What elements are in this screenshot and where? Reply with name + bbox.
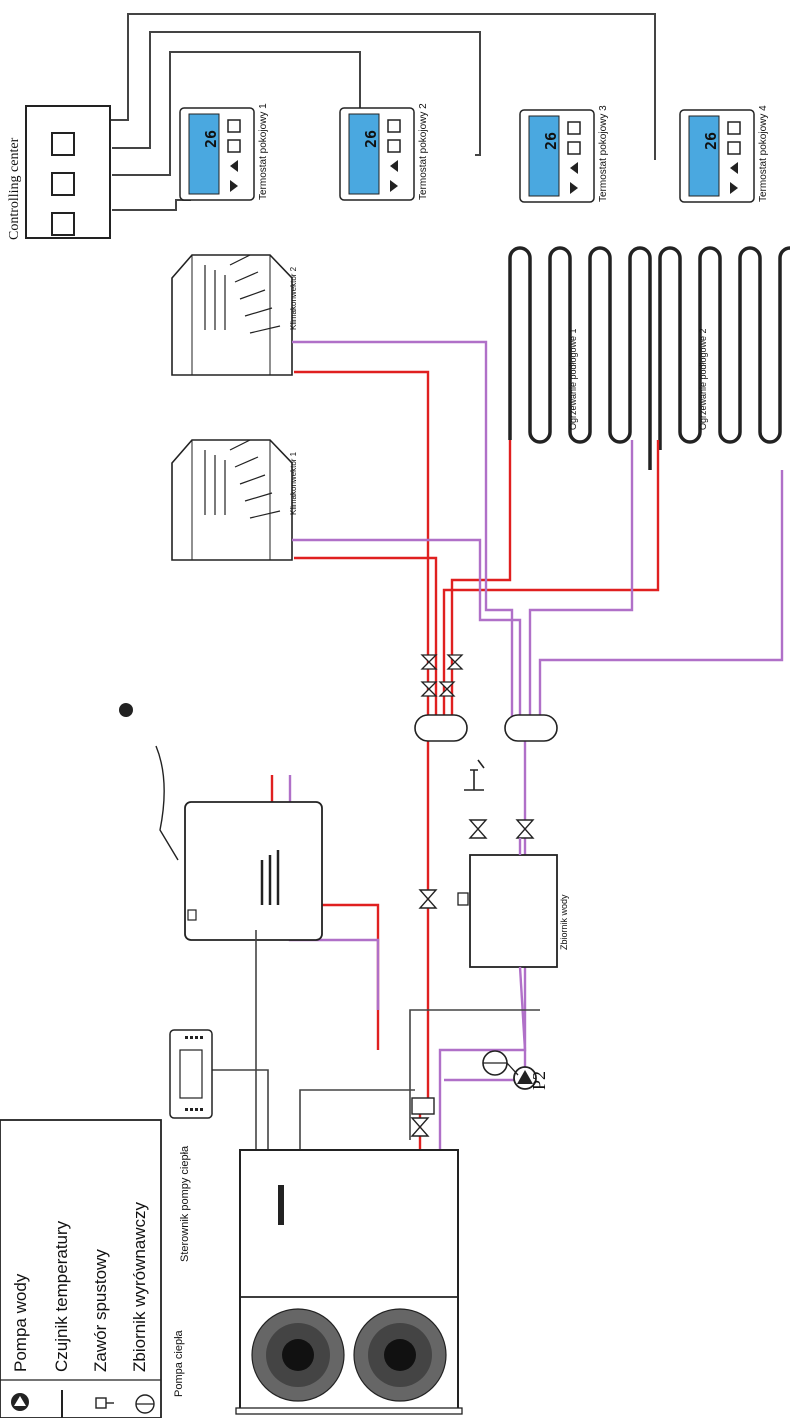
supply-manifold [414,714,468,742]
heat-pump-controller-label: Sterownik pompy ciepła [179,1145,191,1262]
hot-water-cylinder [184,801,323,941]
floor-heating-2 [658,246,790,450]
shutoff-valve[interactable] [468,819,488,839]
thermostat-display: 26 [202,130,220,148]
cylinder-sensor-wire [155,745,179,861]
chevron-up-icon[interactable] [390,160,398,172]
expansion-tank [482,1050,519,1076]
drain-valve-icon [95,1397,114,1409]
chevron-down-icon[interactable] [230,180,238,192]
return-pipes [288,340,784,1150]
controller-button-3[interactable] [51,212,75,236]
thermostat-label: Termostat pokojowy 4 [758,105,769,202]
fan-coil-2: Klimakonwektor 2 [171,254,298,376]
controller-screen [179,1049,203,1099]
legend-label: Pompa wody [11,1273,30,1372]
temperature-probe-icon [119,703,133,717]
fan-coil-label: Klimakonwektor 2 [289,266,298,330]
thermostat-mode-button[interactable] [387,139,401,153]
heat-pump-controller[interactable]: Sterownik pompy ciepła [169,1029,213,1262]
water-tank: Zbiornik wody [457,854,569,968]
thermostat-mode-button[interactable] [567,141,581,155]
thermostat-screen [348,113,380,195]
heat-pump: Pompa ciepła [173,1149,463,1415]
chevron-down-icon[interactable] [570,182,578,194]
water-pump-p2[interactable]: P2 [513,1066,549,1090]
controller-button-1[interactable] [51,132,75,156]
brand-logo [278,1185,284,1225]
thermostat-power-button[interactable] [727,121,741,135]
airflow-arrows-icon [229,254,281,334]
legend-label: Zawór spustowy [91,1249,110,1372]
heat-pump-label: Pompa ciepła [173,1329,185,1397]
controlling-center: Controlling center [7,105,111,240]
legend-label: Zbiornik wyrównawczy [130,1201,149,1372]
expansion-tank-icon [135,1394,155,1414]
thermostat-power-button[interactable] [387,119,401,133]
thermostat-mode-button[interactable] [227,139,241,153]
chevron-up-icon[interactable] [730,162,738,174]
controlling-center-label: Controlling center [7,137,22,240]
water-tank-label: Zbiornik wody [559,894,569,950]
legend: Pompa wody Czujnik temperatury Zawór spu… [0,1119,162,1418]
manifold-valves [420,654,464,697]
shutoff-valve[interactable] [515,819,535,839]
thermostat-screen [688,115,720,197]
three-way-valve[interactable] [410,1097,435,1137]
return-manifold [504,714,558,742]
chevron-down-icon[interactable] [730,182,738,194]
floor-heating-1 [508,246,652,470]
water-pump-icon [517,1070,533,1084]
thermostat-3[interactable]: 26 Termostat pokojowy 3 [519,105,609,203]
thermostat-screen [188,113,220,195]
floor-heating-label: Ogrzewanie podłogowe 2 [698,328,708,430]
thermostat-power-button[interactable] [567,121,581,135]
shutoff-valve[interactable] [418,889,438,909]
chevron-up-icon[interactable] [570,162,578,174]
chevron-down-icon[interactable] [390,180,398,192]
thermostat-4[interactable]: 26 Termostat pokojowy 4 [679,105,769,203]
pump-label: P2 [529,1071,549,1090]
fan-grille-icon [353,1308,447,1402]
thermostat-mode-button[interactable] [727,141,741,155]
controller-button-2[interactable] [51,172,75,196]
thermostat-display: 26 [702,132,720,150]
thermostat-2[interactable]: 26 Termostat pokojowy 2 [339,103,429,201]
chevron-up-icon[interactable] [230,160,238,172]
thermostat-power-button[interactable] [227,119,241,133]
fan-coil-1: Klimakonwektor 1 [171,439,298,561]
airflow-arrows-icon [229,439,281,519]
thermostat-screen [528,115,560,197]
floor-heating-label: Ogrzewanie podłogowe 1 [568,328,578,430]
temperature-sensor-icon [457,892,469,906]
fan-grille-icon [251,1308,345,1402]
thermostat-display: 26 [542,132,560,150]
supply-pipes [270,370,660,1150]
thermostat-1[interactable]: 26 Termostat pokojowy 1 [179,103,269,201]
thermostat-display: 26 [362,130,380,148]
legend-label: Czujnik temperatury [52,1220,71,1372]
thermostat-label: Termostat pokojowy 2 [418,103,429,200]
temperature-sensor-icon [187,909,197,921]
thermostat-label: Termostat pokojowy 3 [598,105,609,202]
heat-pump-signal-lines [212,930,540,1150]
thermostat-label: Termostat pokojowy 1 [258,103,269,200]
water-pump-icon [11,1393,29,1411]
fan-coil-label: Klimakonwektor 1 [289,451,298,515]
